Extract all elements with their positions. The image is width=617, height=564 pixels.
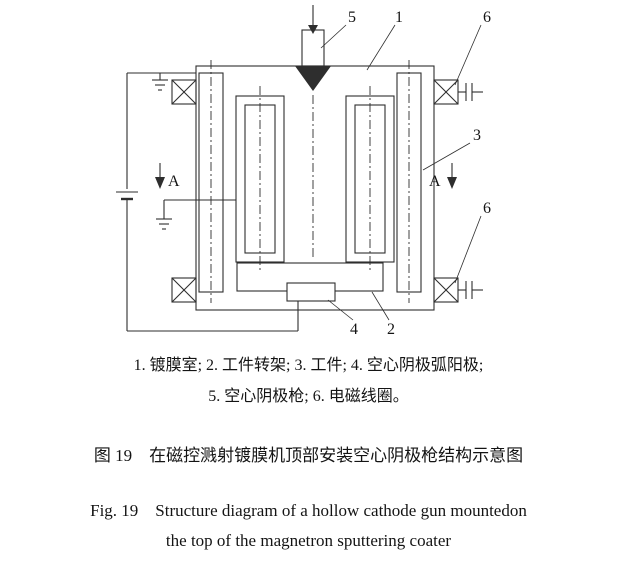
part-number-6-bottom: 6 xyxy=(483,200,491,217)
leader-3 xyxy=(422,142,471,171)
coil-cross xyxy=(171,79,197,105)
part-number-3: 3 xyxy=(473,127,481,144)
part-number-4: 4 xyxy=(350,321,358,338)
section-arrowhead xyxy=(447,177,457,189)
electromagnetic-coil-top-left xyxy=(171,79,197,105)
coil-cross xyxy=(171,277,197,303)
leader-4 xyxy=(327,299,354,321)
electromagnetic-coil-bottom-right xyxy=(433,277,459,303)
leader-6-bottom xyxy=(454,215,482,284)
section-marker-right: A xyxy=(429,163,457,190)
part-number-6-top: 6 xyxy=(483,9,491,26)
capacitor-symbol-bottom xyxy=(458,281,483,299)
leader-5 xyxy=(320,24,347,49)
coating-chamber xyxy=(195,65,435,311)
electromagnetic-coil-bottom-left xyxy=(171,277,197,303)
part-number-2: 2 xyxy=(387,321,395,338)
hollow-cathode-arc-anode xyxy=(286,282,336,302)
figure-caption-en-line1: Fig. 19 Structure diagram of a hollow ca… xyxy=(90,501,527,520)
section-label-right: A xyxy=(429,173,441,190)
section-label-left: A xyxy=(168,173,180,190)
power-circuit xyxy=(116,72,299,332)
figure-caption-en: Fig. 19 Structure diagram of a hollow ca… xyxy=(0,496,617,556)
leader-6-top xyxy=(454,24,482,86)
structure-diagram: A A 5 1 6 3 6 4 2 xyxy=(116,5,491,338)
capacitor-symbol-top xyxy=(458,83,483,101)
figure-caption-zh: 图 19 在磁控溅射镀膜机顶部安装空心阴极枪结构示意图 xyxy=(93,446,524,465)
ground-symbol-middle xyxy=(156,199,236,230)
electromagnetic-coil-top-right xyxy=(433,79,459,105)
coil-box xyxy=(171,277,197,303)
part-number-1: 1 xyxy=(395,9,403,26)
legend-line-2: 5. 空心阴极枪; 6. 电磁线圈。 xyxy=(208,388,409,405)
legend-line-1: 1. 镀膜室; 2. 工件转架; 3. 工件; 4. 空心阴极弧阳极; xyxy=(133,357,484,374)
coil-cross xyxy=(433,277,459,303)
leader-2 xyxy=(371,291,390,321)
section-arrowhead xyxy=(155,177,165,189)
gun-nozzle xyxy=(295,66,331,91)
figure-caption-en-line2: the top of the magnetron sputtering coat… xyxy=(165,531,452,550)
leader-1 xyxy=(366,24,396,71)
figure-legend: 1. 镀膜室; 2. 工件转架; 3. 工件; 4. 空心阴极弧阳极; 5. 空… xyxy=(0,350,617,412)
hollow-cathode-gun xyxy=(301,29,325,67)
coil-cross xyxy=(433,79,459,105)
part-number-5: 5 xyxy=(348,9,356,26)
section-marker-left: A xyxy=(155,163,180,190)
ground-symbol-top xyxy=(152,73,168,91)
coil-box xyxy=(171,79,197,105)
